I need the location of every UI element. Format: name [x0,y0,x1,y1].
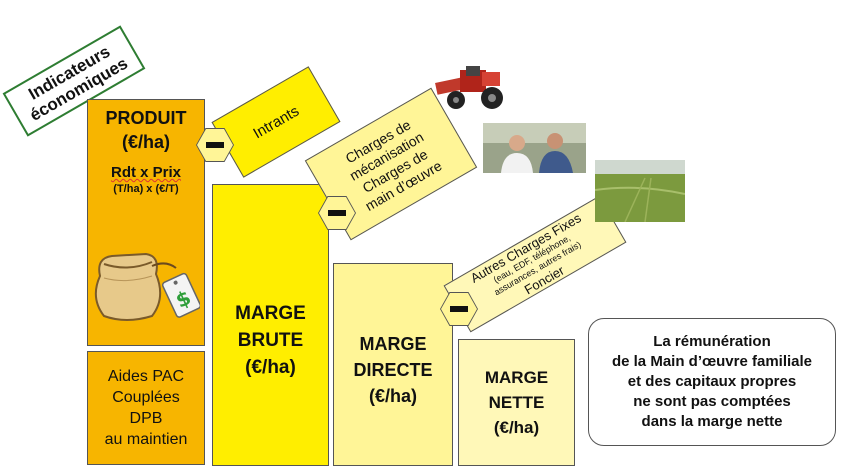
minus-icon [328,210,346,216]
marge-nette-line-2: NETTE [489,390,545,415]
minus-icon [206,142,224,148]
note-line-4: ne sont pas comptées [633,392,791,412]
marge-directe-line-1: MARGE [360,331,427,357]
produit-formula-units: (T/ha) x (€/T) [113,183,178,195]
aides-line-3: DPB [130,408,163,429]
tractor-icon [432,64,508,112]
marge-directe-line-3: (€/ha) [369,383,417,409]
marge-nette-line-1: MARGE [485,365,548,390]
note-line-5: dans la marge nette [642,412,783,432]
marge-brute-line-2: BRUTE [238,327,303,354]
produit-title: PRODUIT [106,106,187,130]
note-line-2: de la Main d’œuvre familiale [612,352,812,372]
farmers-photo [483,123,586,173]
marge-directe-line-2: DIRECTE [353,357,432,383]
marge-brute-line-1: MARGE [235,300,306,327]
note-line-1: La rémunération [653,332,771,352]
marge-nette-box: MARGE NETTE (€/ha) [458,339,575,466]
produit-formula: Rdt x Prix [111,164,181,181]
aides-line-1: Aides PAC [108,366,184,387]
marge-brute-box: MARGE BRUTE (€/ha) [212,184,329,466]
aides-line-2: Couplées [112,387,180,408]
money-bag-icon: $ [90,248,200,324]
produit-unit: (€/ha) [122,130,170,154]
note-line-3: et des capitaux propres [628,372,796,392]
intrants-label: Intrants [250,102,302,142]
aides-pac-box: Aides PAC Couplées DPB au maintien [87,351,205,465]
minus-icon [450,306,468,312]
marge-brute-line-3: (€/ha) [245,354,296,381]
marge-directe-box: MARGE DIRECTE (€/ha) [333,263,453,466]
marge-nette-line-3: (€/ha) [494,415,539,440]
field-photo [595,160,685,222]
aides-line-4: au maintien [105,429,188,450]
note-box: La rémunération de la Main d’œuvre famil… [588,318,836,446]
